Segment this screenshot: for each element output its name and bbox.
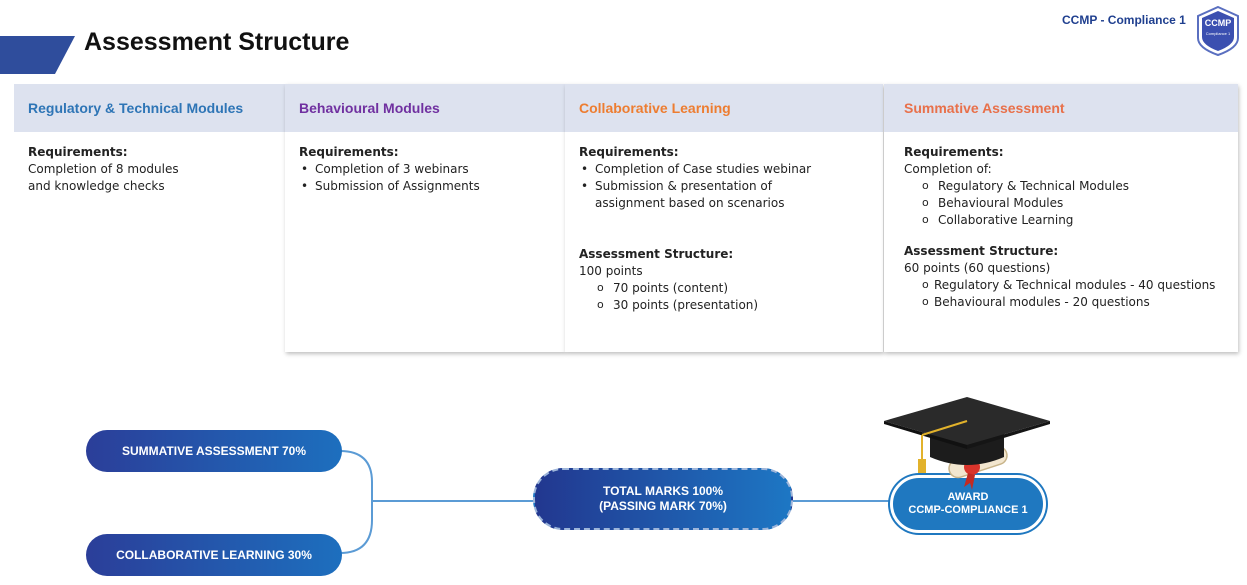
card-heading: Regulatory & Technical Modules: [14, 84, 286, 132]
assessment-item: Behavioural modules - 20 questions: [904, 293, 1224, 311]
total-marks-pill: TOTAL MARKS 100% (PASSING MARK 70%): [533, 468, 793, 530]
assessment-total: 60 points (60 questions): [904, 261, 1051, 275]
assessment-item: Regulatory & Technical modules - 40 ques…: [904, 276, 1224, 294]
total-marks-label: TOTAL MARKS 100%: [602, 484, 724, 498]
requirement-bullet: Completion of Case studies webinar: [579, 161, 869, 178]
award-title: CCMP-COMPLIANCE 1: [908, 504, 1028, 516]
award-label: AWARD: [947, 491, 989, 503]
page-title: Assessment Structure: [84, 28, 350, 56]
card-heading: Summative Assessment: [884, 84, 1238, 132]
requirement-item: Collaborative Learning: [904, 211, 1224, 229]
card-heading: Collaborative Learning: [565, 84, 883, 132]
assessment-total: 100 points: [579, 264, 643, 278]
assessment-label: Assessment Structure:: [904, 244, 1059, 258]
assessment-item: 30 points (presentation): [579, 296, 869, 314]
requirements-label: Requirements:: [579, 145, 679, 159]
requirements-label: Requirements:: [299, 145, 399, 159]
summative-weight-pill: SUMMATIVE ASSESSMENT 70%: [86, 430, 342, 472]
ccmp-badge-icon: CCMP Compliance 1: [1196, 6, 1240, 56]
requirements-label: Requirements:: [904, 145, 1004, 159]
requirement-bullet: Submission & presentation of: [579, 178, 869, 195]
card-body: Requirements: Completion of 3 webinars S…: [285, 132, 565, 195]
card-regulatory-technical: Regulatory & Technical Modules Requireme…: [14, 84, 286, 349]
card-body: Requirements: Completion of 8 modules an…: [14, 132, 286, 195]
card-collaborative: Collaborative Learning Requirements: Com…: [565, 84, 883, 352]
requirement-bullet: Submission of Assignments: [299, 178, 551, 195]
badge-sublabel: Compliance 1: [1205, 31, 1231, 36]
collaborative-weight-pill: COLLABORATIVE LEARNING 30%: [86, 534, 342, 576]
passing-mark-label: (PASSING MARK 70%): [599, 499, 727, 513]
requirements-label: Requirements:: [28, 145, 128, 159]
assessment-item: 70 points (content): [579, 279, 869, 297]
title-accent-shape: [0, 36, 75, 74]
requirement-item: Behavioural Modules: [904, 194, 1224, 212]
card-heading: Behavioural Modules: [285, 84, 565, 132]
assessment-label: Assessment Structure:: [579, 247, 734, 261]
card-behavioural: Behavioural Modules Requirements: Comple…: [285, 84, 565, 352]
graduation-cap-icon: [884, 397, 1050, 490]
requirement-line: and knowledge checks: [28, 179, 165, 193]
brand-text: CCMP - Compliance 1: [1062, 13, 1186, 27]
card-body: Requirements: Completion of Case studies…: [565, 132, 883, 314]
requirement-continuation: assignment based on scenarios: [595, 196, 785, 210]
requirement-bullet: Completion of 3 webinars: [299, 161, 551, 178]
requirement-item: Regulatory & Technical Modules: [904, 177, 1224, 195]
card-summative: Summative Assessment Requirements: Compl…: [884, 84, 1238, 352]
requirements-intro: Completion of:: [904, 162, 992, 176]
requirement-line: Completion of 8 modules: [28, 162, 179, 176]
card-body: Requirements: Completion of: Regulatory …: [884, 132, 1238, 311]
badge-label: CCMP: [1204, 18, 1232, 28]
